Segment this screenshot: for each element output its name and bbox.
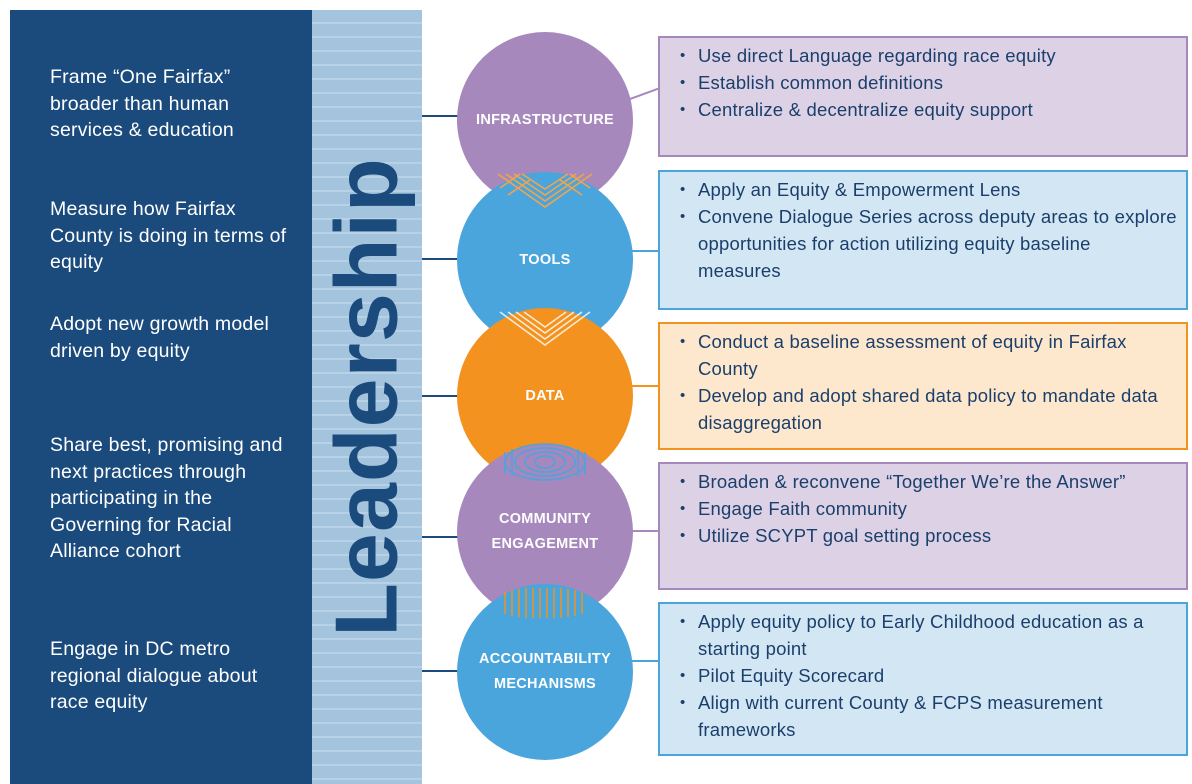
accountability-bullet: Pilot Equity Scorecard <box>678 662 1178 689</box>
connector-left-data <box>422 395 460 397</box>
tools-bullet: Convene Dialogue Series across deputy ar… <box>678 203 1178 284</box>
accountability-mechanisms-label: ACCOUNTABILITY MECHANISMS <box>478 651 611 692</box>
community-engagement-bullet: Broaden & reconvene “Together We’re the … <box>678 468 1178 495</box>
connector-left-accountability <box>422 670 460 672</box>
accountability-bullet: Apply equity policy to Early Childhood e… <box>678 608 1178 662</box>
data-overlap-chevron-pattern <box>499 311 591 346</box>
accountability-mechanisms-box: Apply equity policy to Early Childhood e… <box>658 602 1188 756</box>
infrastructure-bullet: Centralize & decentralize equity support <box>678 96 1178 123</box>
data-label: DATA <box>525 387 565 404</box>
connector-right-accountability <box>632 660 660 662</box>
left-item-dc-metro: Engage in DC metro regional dialogue abo… <box>50 638 258 713</box>
connector-left-community <box>422 536 460 538</box>
infrastructure-box: Use direct Language regarding race equit… <box>658 36 1188 157</box>
connector-left-infrastructure <box>422 115 460 117</box>
tools-overlap-chevron-pattern <box>497 173 593 208</box>
infrastructure-label: INFRASTRUCTURE <box>476 111 614 128</box>
left-item-one-fairfax: Frame “One Fairfax” broader than human s… <box>50 66 234 141</box>
left-item-growth-model: Adopt new growth model driven by equity <box>50 313 270 362</box>
community-overlap-rings-pattern <box>504 443 586 481</box>
infrastructure-bullet: Establish common definitions <box>678 69 1178 96</box>
connector-right-community <box>632 530 660 532</box>
tools-box: Apply an Equity & Empowerment Lens Conve… <box>658 170 1188 310</box>
data-bullet: Conduct a baseline assessment of equity … <box>678 328 1178 382</box>
community-engagement-bullet: Engage Faith community <box>678 495 1178 522</box>
infrastructure-bullet: Use direct Language regarding race equit… <box>678 42 1178 69</box>
data-box: Conduct a baseline assessment of equity … <box>658 322 1188 450</box>
accountability-bullet: Align with current County & FCPS measure… <box>678 689 1178 743</box>
connector-left-tools <box>422 258 460 260</box>
community-engagement-box: Broaden & reconvene “Together We’re the … <box>658 462 1188 590</box>
leadership-stripe-bar <box>312 10 422 784</box>
tools-bullet: Apply an Equity & Empowerment Lens <box>678 176 1178 203</box>
left-panel: Frame “One Fairfax” broader than human s… <box>10 10 312 784</box>
accountability-overlap-lines-pattern <box>504 588 583 618</box>
community-engagement-label: COMMUNITY ENGAGEMENT <box>491 511 599 552</box>
data-bullet: Develop and adopt shared data policy to … <box>678 382 1178 436</box>
tools-label: TOOLS <box>519 251 571 268</box>
connector-right-data <box>632 385 660 387</box>
connector-right-tools <box>632 250 660 252</box>
left-item-share-practices: Share best, promising and next practices… <box>50 434 283 562</box>
accountability-mechanisms-circle: ACCOUNTABILITY MECHANISMS <box>457 584 633 760</box>
left-item-measure: Measure how Fairfax County is doing in t… <box>50 198 287 273</box>
community-engagement-bullet: Utilize SCYPT goal setting process <box>678 522 1178 549</box>
